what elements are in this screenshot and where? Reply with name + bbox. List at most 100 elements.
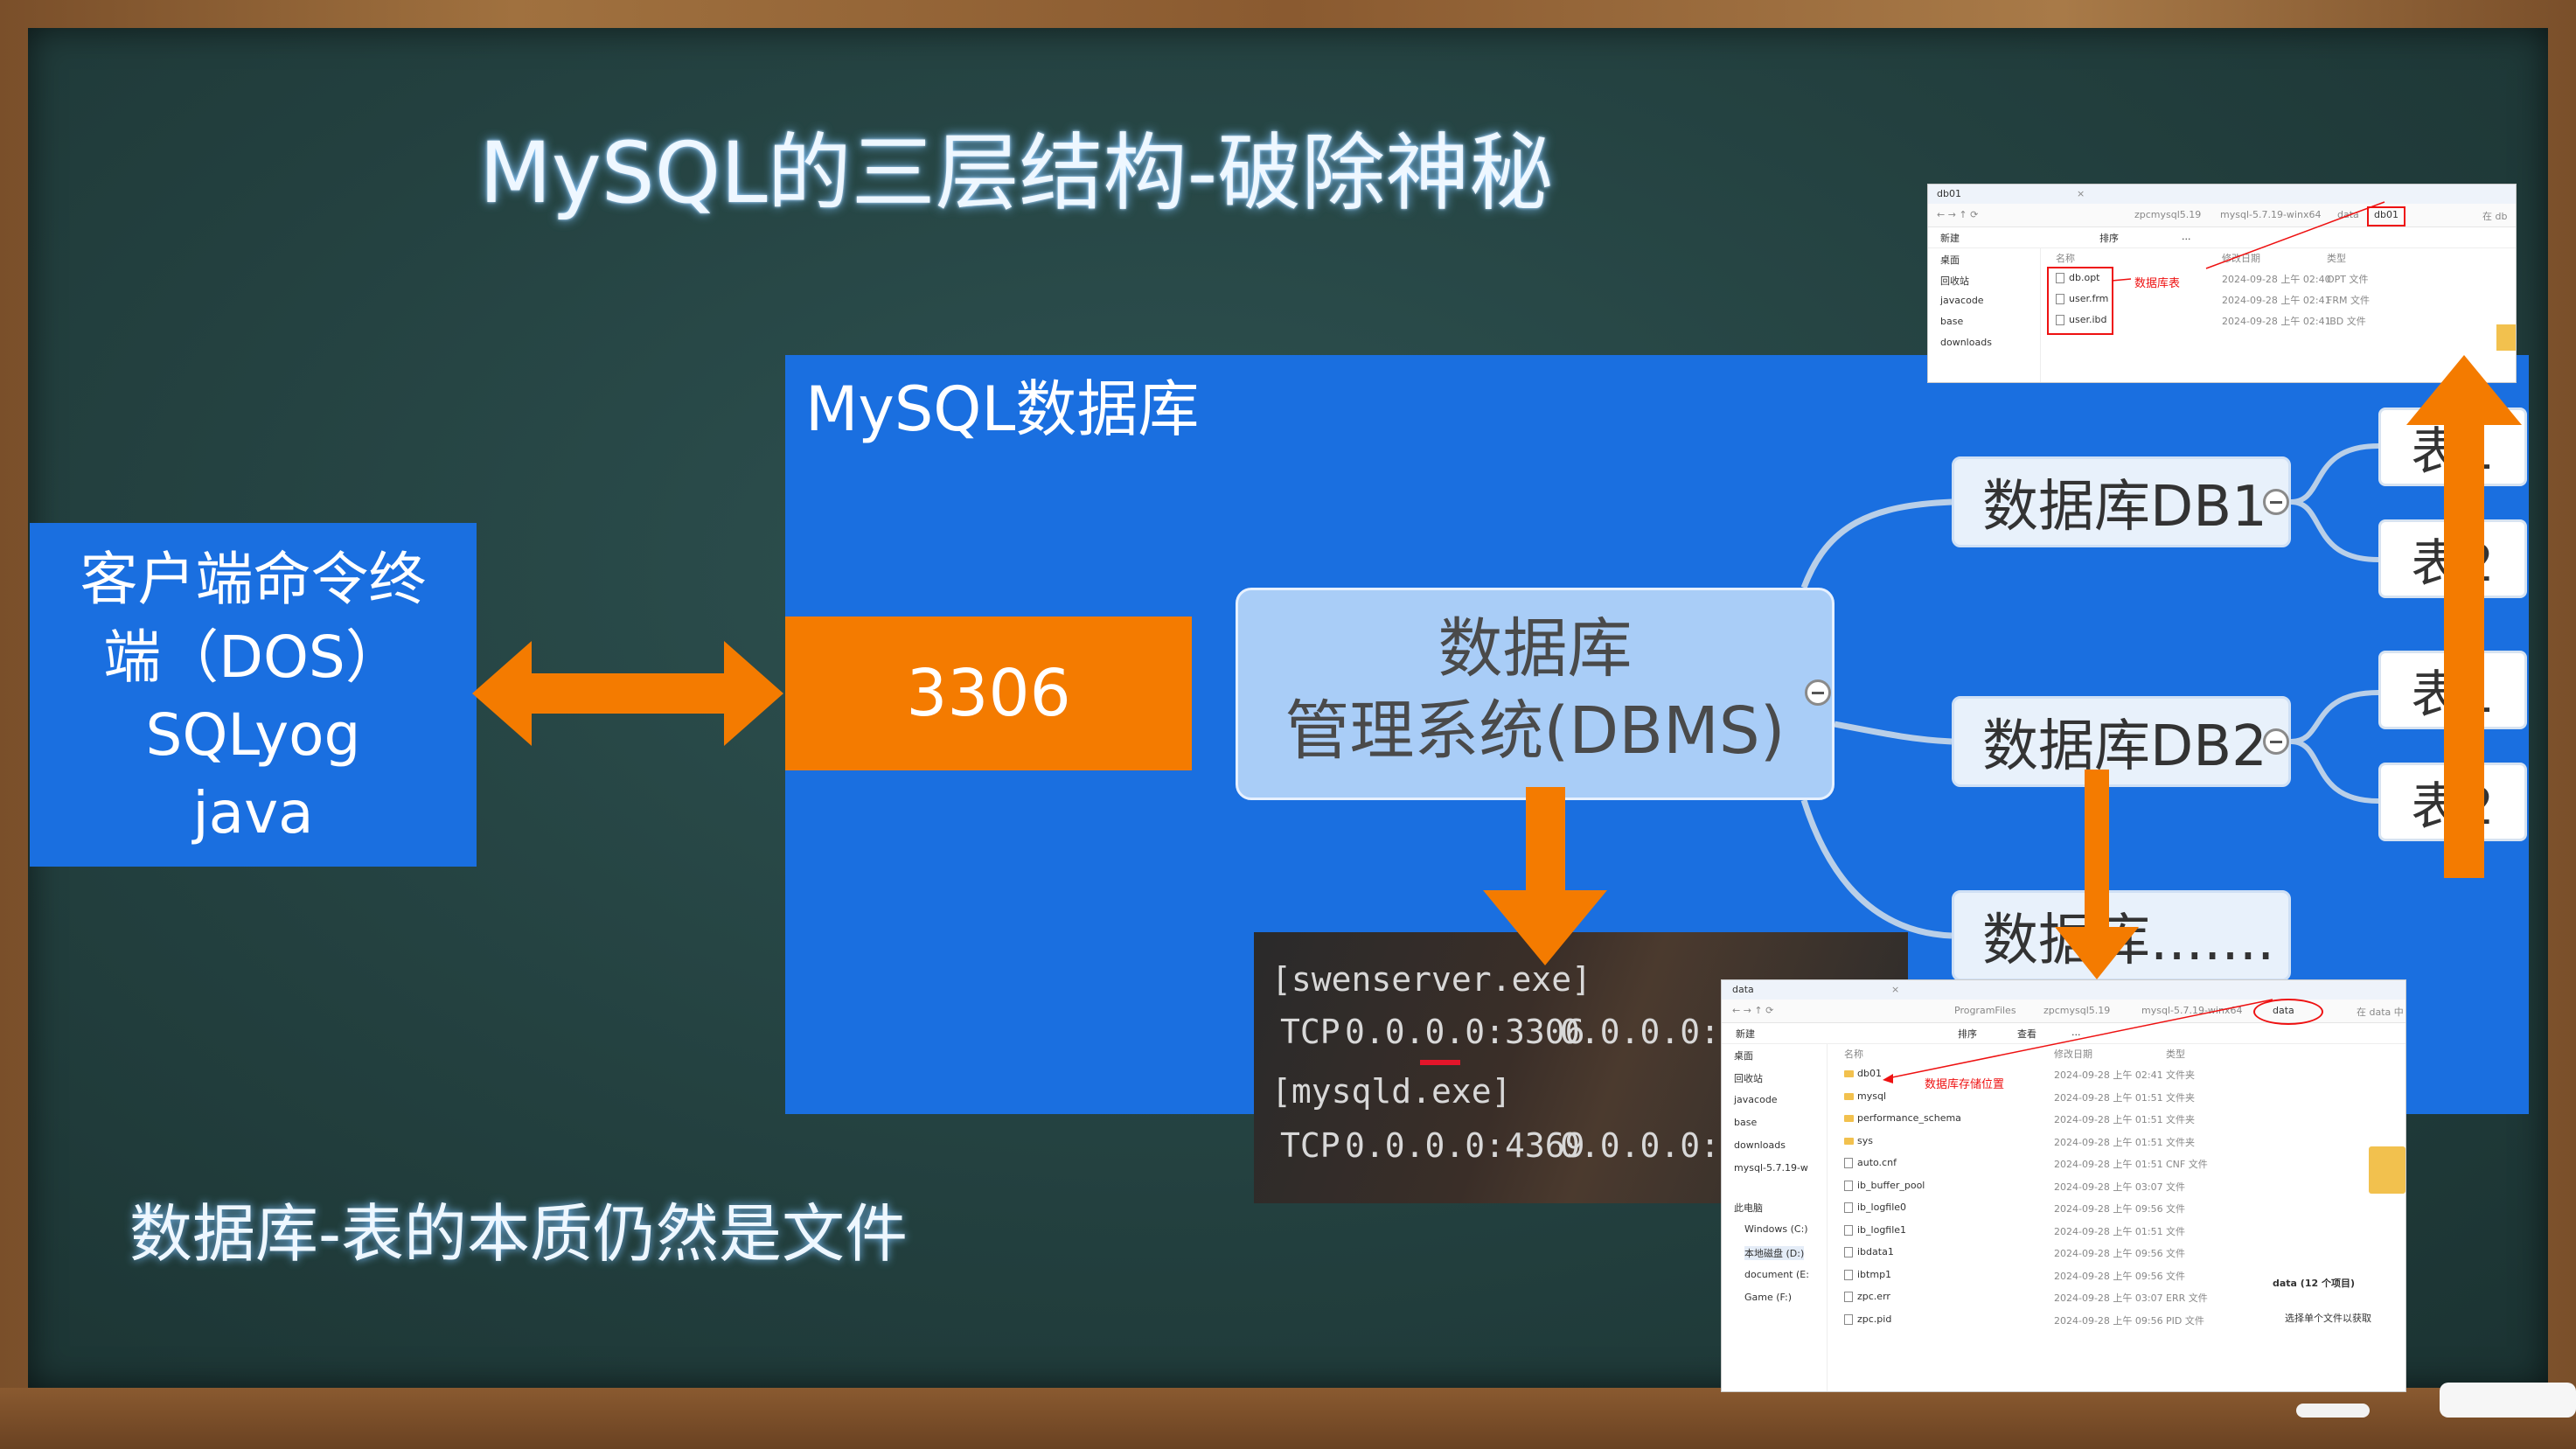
sidebar-item[interactable]: 桌面 <box>1940 254 1960 266</box>
sort-button[interactable]: 排序 <box>1958 1028 1977 1040</box>
path-segment[interactable]: zpcmysql5.19 <box>2134 209 2202 220</box>
explorer-db01-window: db01 × ← → ↑ ⟳ zpcmysql5.19 mysql-5.7.19… <box>1927 184 2517 383</box>
file-row[interactable]: ib_buffer_pool <box>1844 1180 1925 1191</box>
column-header-name[interactable]: 名称 <box>2056 253 2075 264</box>
branch-db2-t2 <box>2290 739 2379 804</box>
file-name: performance_schema <box>1857 1112 1961 1124</box>
file-type: 文件 <box>2166 1181 2185 1193</box>
nav-arrows-icon[interactable]: ← → ↑ ⟳ <box>1937 209 1979 220</box>
file-row[interactable]: db.opt <box>2056 272 2100 283</box>
sidebar-item[interactable]: document (E: <box>1744 1269 1809 1280</box>
file-name: sys <box>1857 1134 1873 1146</box>
annotation-arrow <box>1883 999 2273 1083</box>
page-title: MySQL的三层结构-破除神秘 <box>479 124 1554 222</box>
column-header-date[interactable]: 修改日期 <box>2054 1048 2092 1060</box>
view-button[interactable]: 查看 <box>2017 1028 2036 1040</box>
folder-icon <box>1844 1092 1854 1100</box>
sidebar-item[interactable]: mysql-5.7.19-w <box>1734 1162 1808 1174</box>
sort-button[interactable]: 排序 <box>2099 233 2119 244</box>
file-icon <box>1844 1292 1853 1302</box>
file-name: auto.cnf <box>1857 1157 1897 1168</box>
folder-preview-icon <box>2369 1146 2405 1194</box>
file-row[interactable]: user.ibd <box>2056 314 2107 325</box>
search-input[interactable]: 在 data 中 <box>2357 1007 2404 1018</box>
column-header-type[interactable]: 类型 <box>2327 253 2346 264</box>
sidebar-item[interactable]: 本地磁盘 (D:) <box>1744 1246 1805 1260</box>
address-bar[interactable]: ← → ↑ ⟳ zpcmysql5.19 mysql-5.7.19-winx64… <box>1928 204 2516 227</box>
path-segment[interactable]: mysql-5.7.19-winx64 <box>2220 209 2322 220</box>
file-row[interactable]: zpc.pid <box>1844 1313 1891 1325</box>
collapse-icon[interactable] <box>1805 679 1831 706</box>
terminal-local-address: 0.0.0.0:3306 <box>1345 1013 1585 1051</box>
folder-preview-icon <box>2496 324 2516 351</box>
branch-db-more <box>1800 798 1953 939</box>
path-segment[interactable]: db01 <box>2374 209 2398 220</box>
file-row[interactable]: ibtmp1 <box>1844 1269 1891 1280</box>
toolbar: 新建 排序 ... <box>1928 226 2516 248</box>
file-row[interactable]: ib_logfile1 <box>1844 1224 1906 1236</box>
file-name: db01 <box>1857 1068 1882 1079</box>
sidebar-item[interactable]: Windows (C:) <box>1744 1223 1808 1235</box>
file-name: ib_logfile1 <box>1857 1223 1907 1236</box>
file-name: ib_buffer_pool <box>1857 1179 1925 1191</box>
sidebar-item[interactable]: base <box>1940 316 1964 327</box>
file-row[interactable]: auto.cnf <box>1844 1157 1897 1168</box>
more-button[interactable]: ... <box>2182 231 2191 242</box>
path-segment[interactable]: ProgramFiles <box>1954 1005 2016 1016</box>
tab-label[interactable]: db01 <box>1937 188 1961 199</box>
sidebar-item[interactable]: javacode <box>1940 295 1984 306</box>
nav-arrows-icon[interactable]: ← → ↑ ⟳ <box>1732 1005 1774 1016</box>
column-header-name[interactable]: 名称 <box>1844 1048 1863 1060</box>
sidebar-item[interactable]: javacode <box>1734 1094 1778 1105</box>
branch-db2-t1 <box>2290 690 2379 744</box>
collapse-icon[interactable] <box>2263 728 2289 755</box>
file-row[interactable]: user.frm <box>2056 293 2108 304</box>
column-header-date[interactable]: 修改日期 <box>2222 253 2260 264</box>
tab-label[interactable]: data <box>1732 984 1754 995</box>
new-button[interactable]: 新建 <box>1736 1028 1755 1040</box>
file-type: OPT 文件 <box>2327 274 2369 285</box>
branch-db1 <box>1800 498 1953 589</box>
address-bar[interactable]: ← → ↑ ⟳ ProgramFiles zpcmysql5.19 mysql-… <box>1722 999 2405 1025</box>
file-type: PID 文件 <box>2166 1314 2204 1327</box>
close-icon[interactable]: × <box>2077 188 2085 199</box>
sidebar-item[interactable]: Game (F:) <box>1744 1292 1793 1303</box>
terminal-process: [mysqld.exe] <box>1271 1072 1512 1111</box>
file-date: 2024-09-28 上午 09:56 <box>2054 1270 2163 1282</box>
dbms-node: 数据库 管理系统(DBMS) <box>1236 588 1835 800</box>
search-input[interactable]: 在 db <box>2482 211 2508 222</box>
file-date: 2024-09-28 上午 01:51 <box>2054 1225 2163 1237</box>
sidebar-item[interactable]: downloads <box>1734 1139 1786 1151</box>
new-button[interactable]: 新建 <box>1940 233 1960 244</box>
file-row[interactable]: db01 <box>1844 1068 1882 1079</box>
file-row[interactable]: mysql <box>1844 1090 1886 1102</box>
sidebar-item[interactable]: 此电脑 <box>1734 1202 1763 1214</box>
file-name: zpc.err <box>1857 1291 1890 1302</box>
column-header-type[interactable]: 类型 <box>2166 1048 2185 1060</box>
collapse-icon[interactable] <box>2263 489 2289 515</box>
file-row[interactable]: zpc.err <box>1844 1291 1890 1302</box>
sidebar-item[interactable]: 回收站 <box>1734 1073 1763 1084</box>
file-date: 2024-09-28 上午 02:41 <box>2222 316 2331 327</box>
file-row[interactable]: performance_schema <box>1844 1112 1961 1124</box>
file-row[interactable]: sys <box>1844 1135 1873 1146</box>
terminal-proto: TCP <box>1280 1126 1340 1165</box>
file-name: ib_logfile0 <box>1857 1202 1907 1213</box>
file-row[interactable]: ib_logfile0 <box>1844 1202 1906 1213</box>
annotation-label: 数据库表 <box>2134 277 2181 290</box>
down-arrow-dbms-terminal <box>1483 787 1607 965</box>
sidebar-item[interactable]: base <box>1734 1117 1758 1128</box>
sidebar-item[interactable]: 回收站 <box>1940 275 1969 287</box>
file-date: 2024-09-28 上午 09:56 <box>2054 1314 2163 1327</box>
file-icon <box>1844 1180 1853 1191</box>
sidebar-item[interactable]: downloads <box>1940 337 1992 348</box>
branch-db1-t1 <box>2290 443 2379 505</box>
path-segment[interactable]: mysql-5.7.19-winx64 <box>2141 1005 2243 1016</box>
terminal-foreign-address: 0.0.0.0:0 <box>1560 1126 1740 1165</box>
path-segment[interactable]: zpcmysql5.19 <box>2043 1005 2111 1016</box>
sidebar-item[interactable]: 桌面 <box>1734 1050 1753 1062</box>
close-icon[interactable]: × <box>1891 984 1900 995</box>
file-date: 2024-09-28 上午 03:07 <box>2054 1292 2163 1304</box>
more-button[interactable]: ... <box>2071 1027 2081 1038</box>
file-row[interactable]: ibdata1 <box>1844 1246 1894 1257</box>
